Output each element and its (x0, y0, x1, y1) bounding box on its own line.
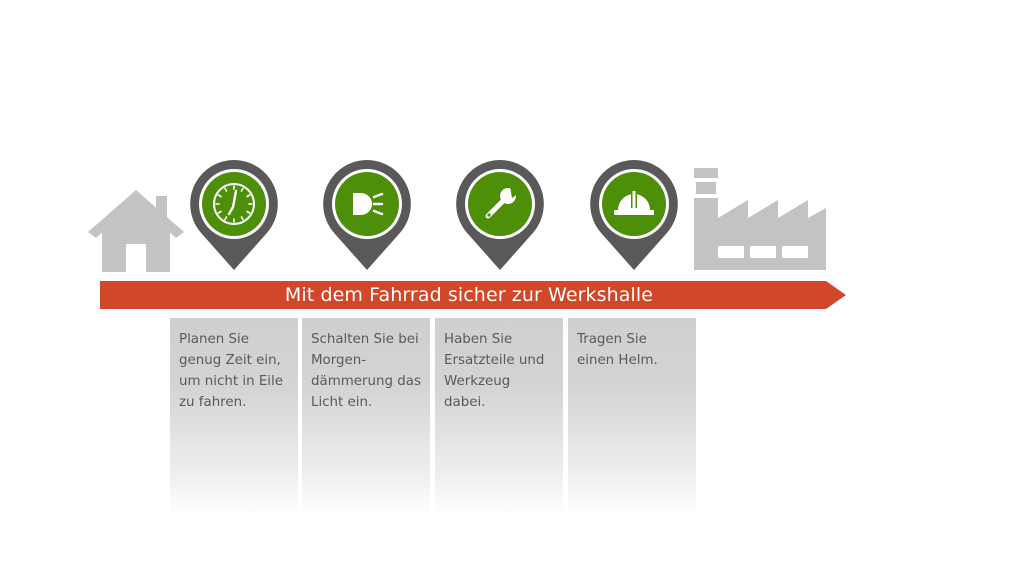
step-4-card: Tragen Sie einen Helm. (568, 318, 696, 516)
step-2-card: Schalten Sie bei Morgen-dämmerung das Li… (302, 318, 430, 516)
factory-icon (694, 168, 826, 270)
step-3-pin (454, 158, 546, 272)
wrench-icon (485, 186, 518, 219)
step-2-pin (321, 158, 413, 272)
headlight-icon (353, 192, 384, 216)
step-3-card: Haben Sie Ersatzteile und Werkzeug dabei… (435, 318, 563, 516)
step-4-pin (588, 158, 680, 272)
timeline-title: Mit dem Fahrrad sicher zur Werkshalle (284, 284, 654, 306)
step-1-pin (188, 158, 280, 272)
house-icon (88, 190, 184, 272)
step-1-card: Planen Sie genug Zeit ein, um nicht in E… (170, 318, 298, 516)
clock-icon (213, 183, 255, 225)
helmet-icon (614, 191, 654, 215)
timeline-arrow (100, 281, 846, 309)
